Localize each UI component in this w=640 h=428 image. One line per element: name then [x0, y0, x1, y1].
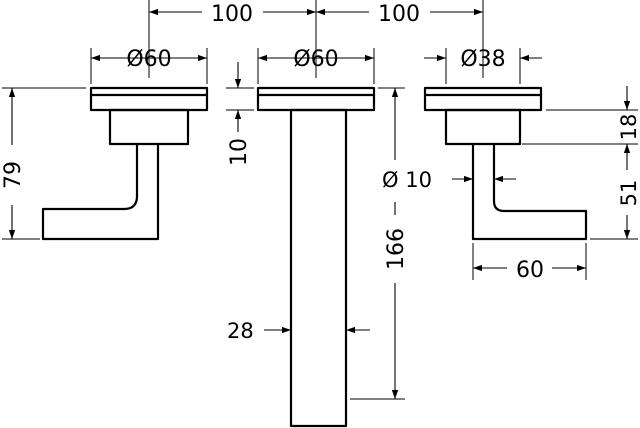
center-spout	[256, 86, 376, 428]
rosette-10-dimension: 10	[226, 62, 254, 166]
spout-166-dimension: 166	[350, 87, 409, 400]
spacing-dimensions: 100 100	[148, 0, 484, 78]
spout-rosette	[256, 86, 376, 112]
left-handle	[41, 86, 209, 241]
spout-28-label: 28	[227, 319, 254, 343]
spacing-right-label: 100	[378, 2, 420, 27]
left-handle-rosette	[89, 86, 209, 112]
right-18-label: 18	[617, 114, 640, 141]
spout-166-label: 166	[384, 228, 409, 270]
left-handle-collar	[108, 108, 190, 146]
handle-bar-10-dimension: Ø 10	[382, 168, 516, 192]
right-handle-lever	[471, 142, 588, 241]
left-handle-lever	[41, 142, 160, 241]
diameter-left-label: Ø60	[126, 47, 171, 72]
height-79-dimension: 79	[1, 87, 86, 240]
spout-28-dimension: 28	[227, 319, 370, 343]
right-handle-collar	[444, 108, 522, 146]
spout-body	[289, 108, 348, 428]
right-handle-rosette	[423, 86, 543, 112]
spacing-left-label: 100	[211, 2, 253, 27]
height-79-label: 79	[1, 161, 26, 189]
right-60-dimension: 60	[472, 243, 587, 283]
handle-bar-10-label: Ø 10	[382, 168, 432, 192]
right-handle	[423, 86, 588, 241]
rosette-10-label: 10	[227, 138, 252, 166]
right-60-label: 60	[516, 258, 544, 283]
right-51-label: 51	[617, 180, 640, 207]
diameter-center-label: Ø60	[293, 47, 338, 72]
diameter-right-label: Ø38	[460, 47, 505, 72]
right-vertical-dimensions: 18 51	[522, 86, 640, 240]
diameter-dimensions: Ø60 Ø60 Ø38	[90, 47, 542, 84]
